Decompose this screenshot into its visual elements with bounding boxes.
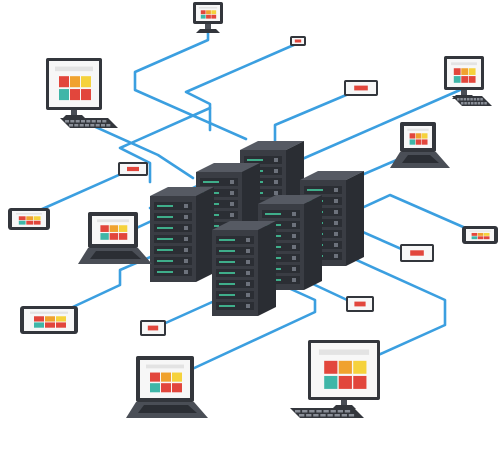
phone-lower-left bbox=[140, 320, 166, 336]
laptop-right bbox=[390, 122, 450, 168]
server-rack bbox=[150, 187, 214, 282]
keyboard-bottom-right bbox=[290, 408, 364, 418]
server-cluster bbox=[150, 141, 364, 316]
server-rack bbox=[258, 195, 322, 290]
network-cable bbox=[328, 246, 447, 372]
phone-left bbox=[118, 162, 148, 176]
laptop-bottom bbox=[126, 356, 208, 418]
devices-back-layer bbox=[46, 2, 492, 176]
phone-right bbox=[400, 244, 434, 262]
phone-mid-right bbox=[346, 296, 374, 312]
devices-front-layer bbox=[8, 208, 498, 418]
tablet-lower-left bbox=[20, 306, 78, 334]
keyboard-upper-left bbox=[60, 118, 118, 128]
network-cable bbox=[78, 118, 195, 180]
server-rack bbox=[212, 221, 276, 316]
phone-upper-center bbox=[344, 80, 378, 96]
keyboard-upper-right bbox=[452, 96, 492, 106]
desktop-bottom-right bbox=[308, 340, 380, 409]
network-cable bbox=[118, 106, 212, 184]
desktop-upper-left bbox=[46, 58, 102, 119]
network-cable bbox=[133, 22, 248, 141]
monitor-top bbox=[193, 2, 223, 33]
tablet-right bbox=[462, 226, 498, 244]
tablet-left bbox=[8, 208, 50, 230]
network-cable bbox=[184, 42, 298, 132]
phone-top bbox=[290, 36, 306, 46]
laptop-left bbox=[78, 212, 152, 264]
desktop-upper-right bbox=[444, 56, 484, 99]
